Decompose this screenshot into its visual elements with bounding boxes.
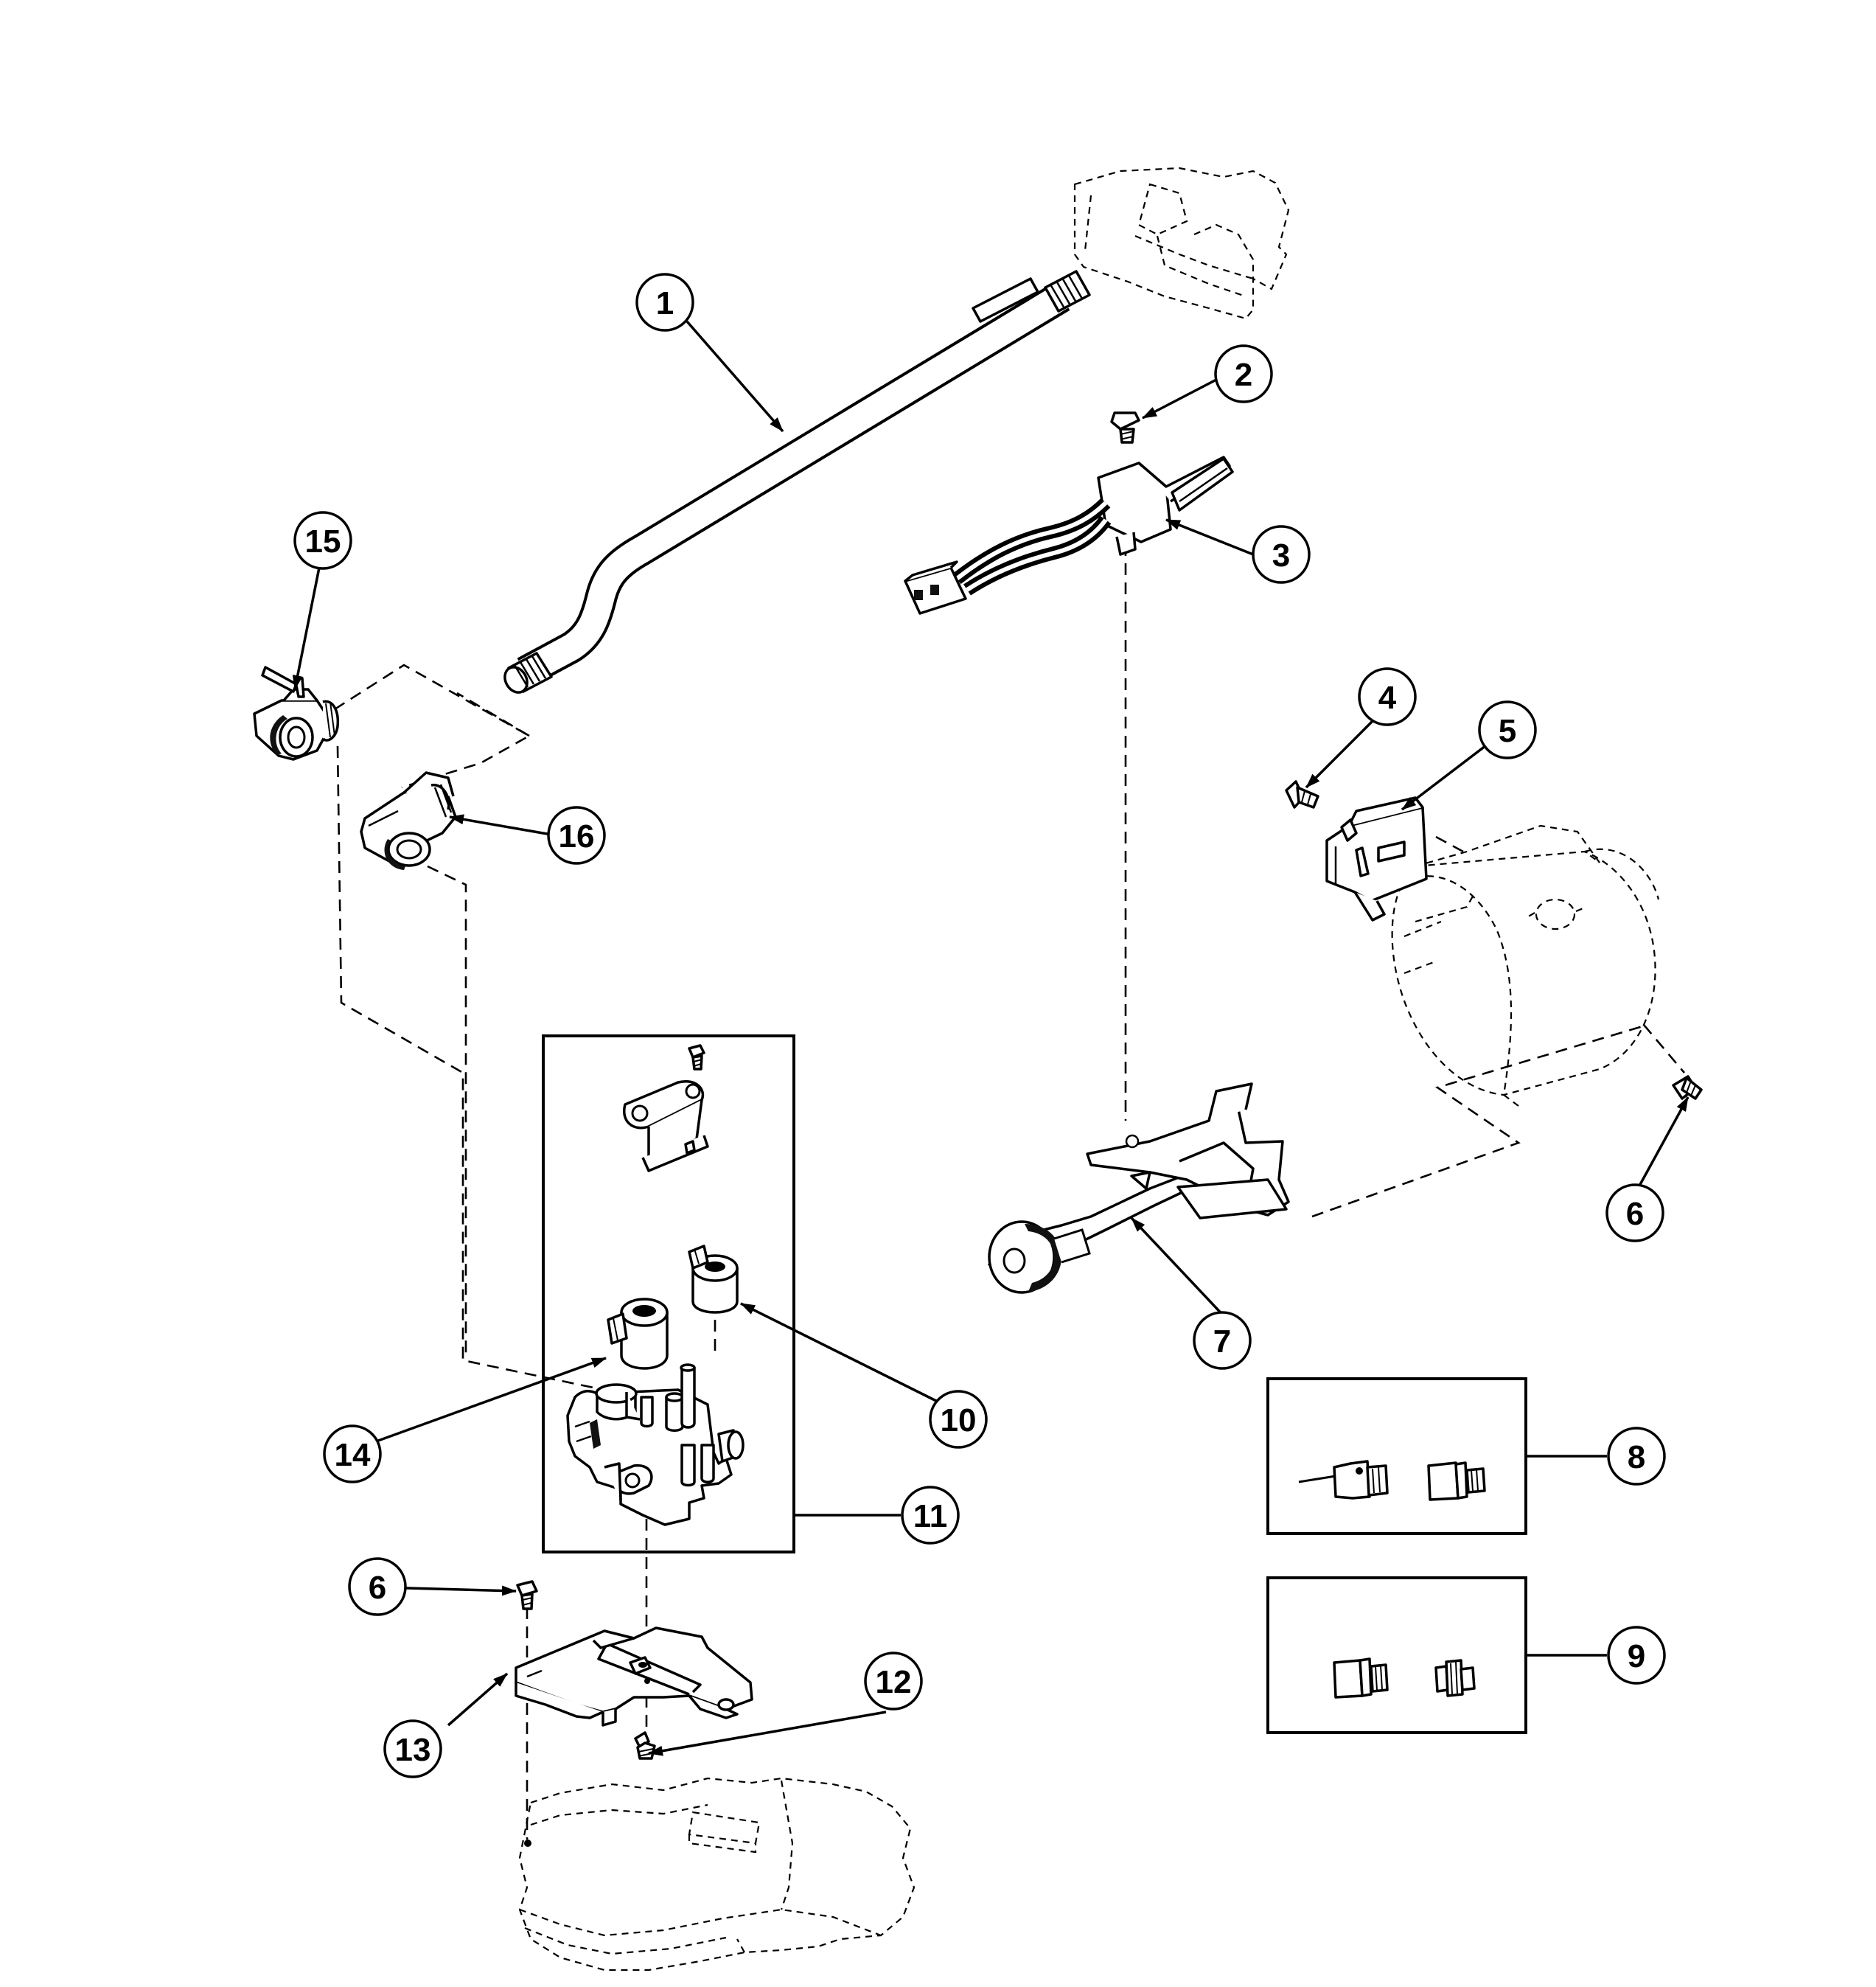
callout-9: 9 <box>1607 1626 1666 1685</box>
callout-16: 16 <box>547 806 606 865</box>
callout-label: 14 <box>335 1437 371 1473</box>
callout-1: 1 <box>635 273 694 332</box>
callout-label: 2 <box>1235 357 1252 393</box>
bracket-screw <box>1285 780 1319 809</box>
callout-label: 10 <box>941 1402 977 1438</box>
valve-mounting-bracket <box>515 1626 753 1727</box>
callout-8: 8 <box>1607 1427 1666 1486</box>
igniter-screw <box>1110 411 1140 444</box>
bracket-mount-screw <box>516 1580 538 1610</box>
callout-10: 10 <box>929 1390 988 1449</box>
callout-3: 3 <box>1252 525 1311 584</box>
callout-2: 2 <box>1214 344 1273 403</box>
callout-7: 7 <box>1193 1311 1252 1370</box>
igniter-bracket <box>1325 796 1428 922</box>
gas-valve-assembly-box <box>542 1034 795 1553</box>
phantom-bracket-top-right <box>1073 167 1290 320</box>
callout-label: 16 <box>559 818 595 855</box>
callout-15: 15 <box>293 511 352 570</box>
callout-label: 4 <box>1378 680 1397 716</box>
callout-label: 1 <box>656 285 674 321</box>
orifice-kit-box-9 <box>1266 1576 1527 1734</box>
callout-label: 15 <box>305 523 341 560</box>
callout-6-right: 6 <box>1605 1183 1664 1242</box>
callout-label: 6 <box>1626 1196 1644 1232</box>
callout-label: 12 <box>876 1664 912 1700</box>
callout-14: 14 <box>323 1424 382 1483</box>
phantom-base-pan <box>518 1777 916 1972</box>
callout-label: 5 <box>1499 713 1516 749</box>
callout-11: 11 <box>901 1486 960 1545</box>
callout-label: 11 <box>913 1498 948 1534</box>
orifice-kit-box-8 <box>1266 1377 1527 1535</box>
callout-5: 5 <box>1478 700 1537 759</box>
burner-assembly <box>988 1082 1290 1294</box>
callout-label: 6 <box>369 1570 386 1606</box>
assembly-lines <box>301 544 1685 1840</box>
igniter-assembly <box>904 456 1234 615</box>
elbow-fitting <box>360 771 457 870</box>
phantom-burner-housing <box>1391 824 1660 1107</box>
leader-lines <box>292 320 1690 1756</box>
callout-label: 13 <box>395 1732 431 1768</box>
callout-12: 12 <box>864 1652 923 1711</box>
valve-screw <box>634 1731 656 1760</box>
callout-4: 4 <box>1358 667 1417 726</box>
callout-6-left: 6 <box>348 1557 407 1616</box>
callout-label: 7 <box>1213 1323 1231 1360</box>
callout-label: 8 <box>1628 1439 1645 1475</box>
callout-label: 3 <box>1272 537 1290 574</box>
callout-13: 13 <box>383 1719 442 1778</box>
gas-supply-tube <box>503 270 1091 694</box>
callout-label: 9 <box>1628 1638 1645 1674</box>
housing-screw <box>1672 1075 1703 1100</box>
